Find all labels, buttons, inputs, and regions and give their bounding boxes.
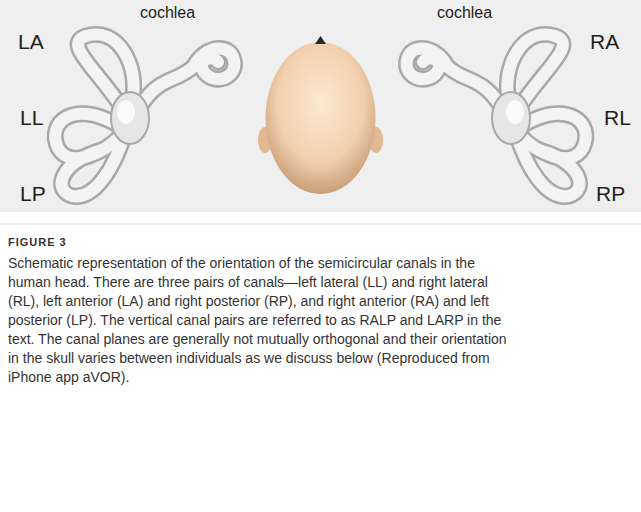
right-inner-ear [407, 34, 586, 196]
canal-label: LP [20, 182, 46, 206]
left-inner-ear [55, 34, 234, 196]
canal-label: RL [604, 106, 631, 130]
canal-label: LL [20, 106, 43, 130]
figure-caption: Schematic representation of the orientat… [8, 254, 508, 387]
part-label: cochlea [140, 4, 195, 22]
rule [0, 224, 641, 225]
canal-label: RP [596, 182, 625, 206]
panel-ground [0, 0, 641, 212]
figure-number: FIGURE 3 [8, 236, 67, 248]
canal-label: LA [18, 30, 44, 54]
canal-label: RA [590, 30, 619, 54]
part-label: cochlea [437, 4, 492, 22]
head [258, 36, 383, 194]
